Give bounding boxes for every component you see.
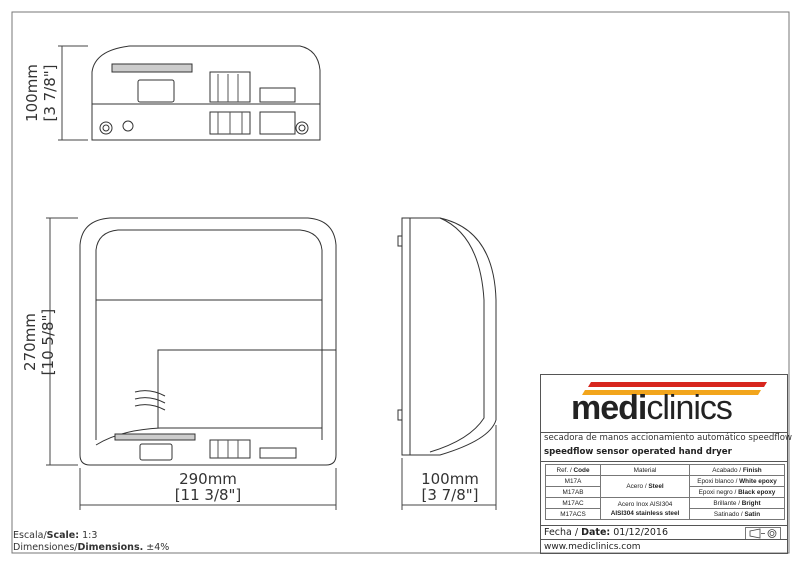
red-stripe	[588, 382, 767, 387]
title-block: mediclinics secadora de manos accionamie…	[540, 374, 792, 554]
top-height-mm-label: 100mm	[23, 64, 41, 122]
description-english: speedflow sensor operated hand dryer	[544, 447, 732, 457]
description-spanish: secadora de manos accionamiento automáti…	[544, 433, 793, 443]
table-row: M17ACS Satinado / Satin	[545, 508, 785, 520]
orange-stripe	[582, 390, 761, 395]
front-height-in-label: [10 5/8"]	[39, 308, 57, 376]
front-width-mm-label: 290mm	[179, 470, 237, 488]
side-depth-dimension	[401, 425, 497, 510]
table-row: M17A Acero / Steel Epoxi blanco / White …	[545, 475, 785, 498]
scale-note: Escala/Scale: 1:3	[13, 530, 98, 541]
front-width-dimension	[79, 468, 337, 510]
side-depth-mm-label: 100mm	[421, 470, 479, 488]
date-row: Fecha / Date: 01/12/2016	[541, 525, 787, 540]
mediclinics-logo: mediclinics	[571, 389, 733, 427]
side-depth-in-label: [3 7/8"]	[421, 486, 479, 504]
front-height-dimension	[46, 217, 78, 466]
top-view	[91, 45, 321, 141]
top-height-in-label: [3 7/8"]	[41, 64, 59, 122]
product-codes-table: Ref. / Code Material Acabado / Finish M1…	[545, 464, 785, 520]
side-view	[397, 217, 497, 456]
front-width-in-label: [11 3/8"]	[174, 486, 242, 504]
table-header-row: Ref. / Code Material Acabado / Finish	[545, 464, 785, 476]
top-view-height-dimension	[58, 45, 88, 141]
logo-stripes	[582, 382, 767, 395]
tolerance-note: Dimensiones/Dimensions. ±4%	[13, 542, 170, 553]
website: www.mediclinics.com	[541, 539, 787, 554]
date-value: 01/12/2016	[613, 527, 668, 538]
front-view	[79, 217, 337, 466]
drawing-frame	[11, 11, 790, 554]
front-height-mm-label: 270mm	[21, 313, 39, 371]
